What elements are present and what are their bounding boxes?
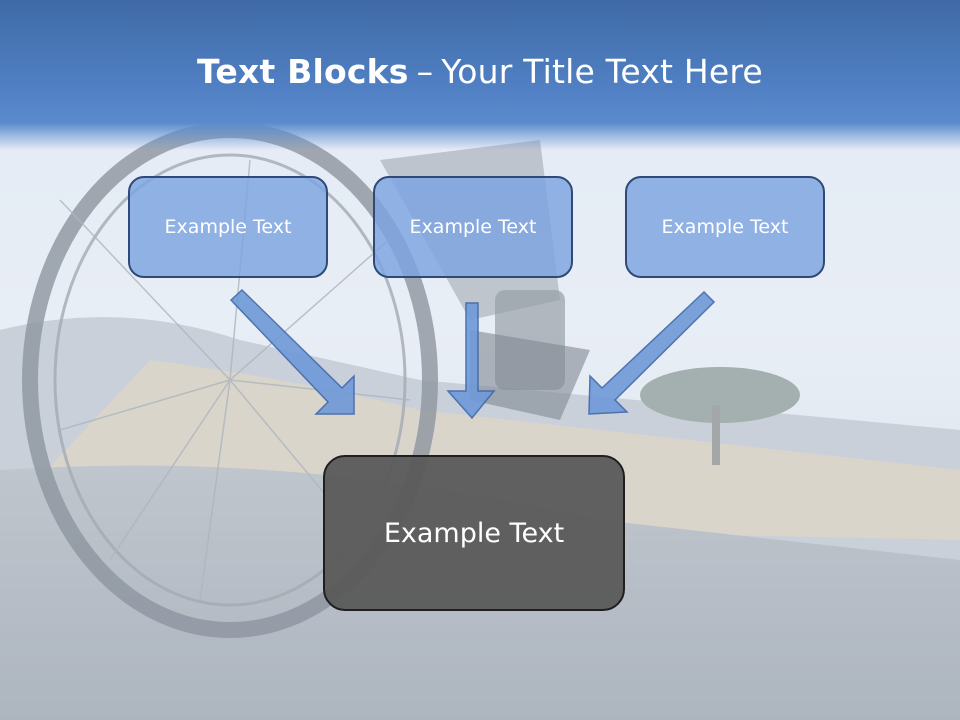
title-bold: Text Blocks xyxy=(197,52,409,91)
text-block-2-label: Example Text xyxy=(409,216,537,238)
slide-title: Text Blocks–Your Title Text Here xyxy=(0,52,960,91)
arrow-left xyxy=(229,288,355,415)
text-block-1-label: Example Text xyxy=(164,216,292,238)
arrow-center xyxy=(446,302,496,420)
title-rest: Your Title Text Here xyxy=(441,52,763,91)
title-dash: – xyxy=(416,52,434,91)
arrow-right xyxy=(588,290,716,415)
main-text-block[interactable]: Example Text xyxy=(323,455,625,611)
text-block-2[interactable]: Example Text xyxy=(373,176,573,278)
main-text-block-label: Example Text xyxy=(383,517,565,549)
text-block-3-label: Example Text xyxy=(661,216,789,238)
text-block-3[interactable]: Example Text xyxy=(625,176,825,278)
text-block-1[interactable]: Example Text xyxy=(128,176,328,278)
header-band xyxy=(0,0,960,150)
